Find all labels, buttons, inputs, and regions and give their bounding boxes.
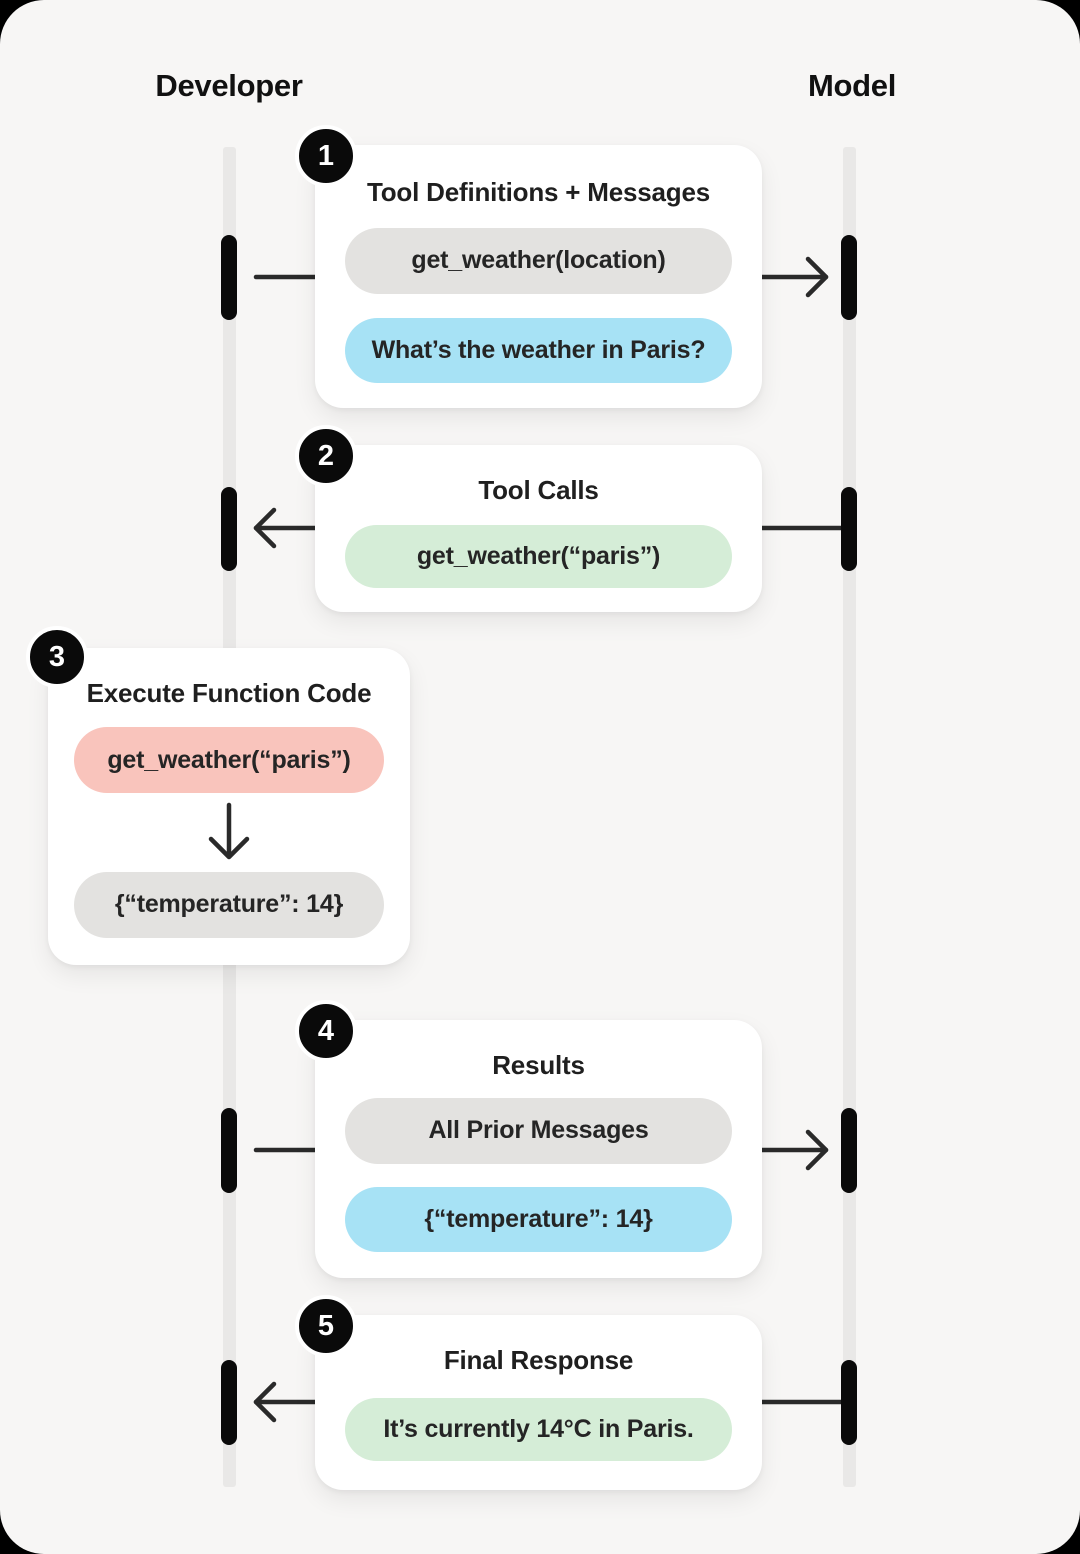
step4-badge: 4	[295, 1000, 357, 1062]
model-activation-step5	[841, 1360, 857, 1445]
step5-badge: 5	[295, 1295, 357, 1357]
step3-title: Execute Function Code	[86, 678, 372, 708]
step2-tool-call-pill: get_weather(“paris”)	[345, 525, 732, 588]
model-lifeline	[843, 147, 856, 1487]
step3-badge: 3	[26, 626, 88, 688]
step1-arrow-to-model-icon	[757, 256, 829, 298]
step4-arrow-to-model-icon	[757, 1129, 829, 1171]
developer-activation-step4	[221, 1108, 237, 1193]
step2-badge: 2	[295, 425, 357, 487]
step3-function-result-pill: {“temperature”: 14}	[74, 871, 384, 938]
developer-activation-step5	[221, 1360, 237, 1445]
step2-title: Tool Calls	[478, 475, 599, 505]
model-column-label: Model	[807, 68, 897, 103]
step3-function-call-pill: get_weather(“paris”)	[74, 727, 384, 794]
step4-card: Results All Prior Messages {“temperature…	[315, 1020, 762, 1278]
step2-line-from-model-icon	[757, 525, 847, 531]
step5-line-from-model-icon	[757, 1399, 847, 1405]
step1-line-from-developer-icon	[253, 274, 321, 280]
step4-tool-result-pill: {“temperature”: 14}	[345, 1186, 732, 1252]
step3-arrow-down-icon	[208, 803, 250, 860]
model-activation-step1	[841, 235, 857, 320]
step2-card: Tool Calls get_weather(“paris”)	[315, 445, 762, 612]
step4-title: Results	[492, 1050, 585, 1080]
developer-column-label: Developer	[155, 68, 303, 103]
step1-tool-definition-pill: get_weather(location)	[345, 228, 732, 294]
step5-card: Final Response It’s currently 14°C in Pa…	[315, 1315, 762, 1490]
step4-prior-messages-pill: All Prior Messages	[345, 1098, 732, 1164]
step3-card: Execute Function Code get_weather(“paris…	[48, 648, 410, 965]
step5-title: Final Response	[443, 1345, 634, 1375]
step5-final-response-pill: It’s currently 14°C in Paris.	[345, 1398, 732, 1461]
developer-activation-step1	[221, 235, 237, 320]
model-activation-step2	[841, 487, 857, 571]
step4-line-from-developer-icon	[253, 1147, 321, 1153]
step1-badge: 1	[295, 125, 357, 187]
step2-arrow-to-developer-icon	[253, 507, 321, 549]
model-activation-step4	[841, 1108, 857, 1193]
developer-activation-step2	[221, 487, 237, 571]
step5-arrow-to-developer-icon	[253, 1381, 321, 1423]
step1-title: Tool Definitions + Messages	[366, 177, 711, 207]
step1-card: Tool Definitions + Messages get_weather(…	[315, 145, 762, 408]
step1-user-message-pill: What’s the weather in Paris?	[345, 317, 732, 383]
